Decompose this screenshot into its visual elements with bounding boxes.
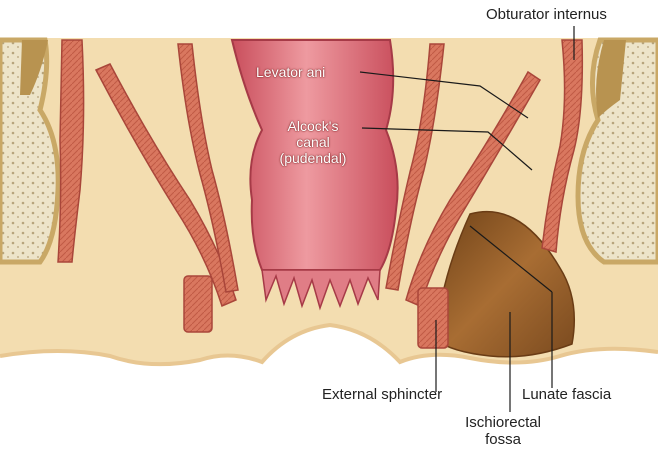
label-ischiorectal-line1: Ischiorectal: [448, 414, 558, 431]
label-lunate-fascia: Lunate fascia: [522, 386, 611, 403]
right-external-sphincter: [418, 288, 448, 348]
left-external-sphincter: [184, 276, 212, 332]
label-ischiorectal-line2: fossa: [448, 431, 558, 448]
label-external-sphincter: External sphincter: [322, 386, 442, 403]
label-levator-ani: Levator ani: [256, 64, 325, 80]
label-alcocks-canal: Alcock's canal (pudendal): [262, 118, 364, 166]
label-alcocks-canal-line2: canal: [262, 134, 364, 150]
label-ischiorectal-fossa: Ischiorectal fossa: [448, 414, 558, 448]
label-alcocks-canal-line3: (pudendal): [262, 150, 364, 166]
label-alcocks-canal-line1: Alcock's: [262, 118, 364, 134]
label-obturator-internus: Obturator internus: [486, 6, 607, 23]
